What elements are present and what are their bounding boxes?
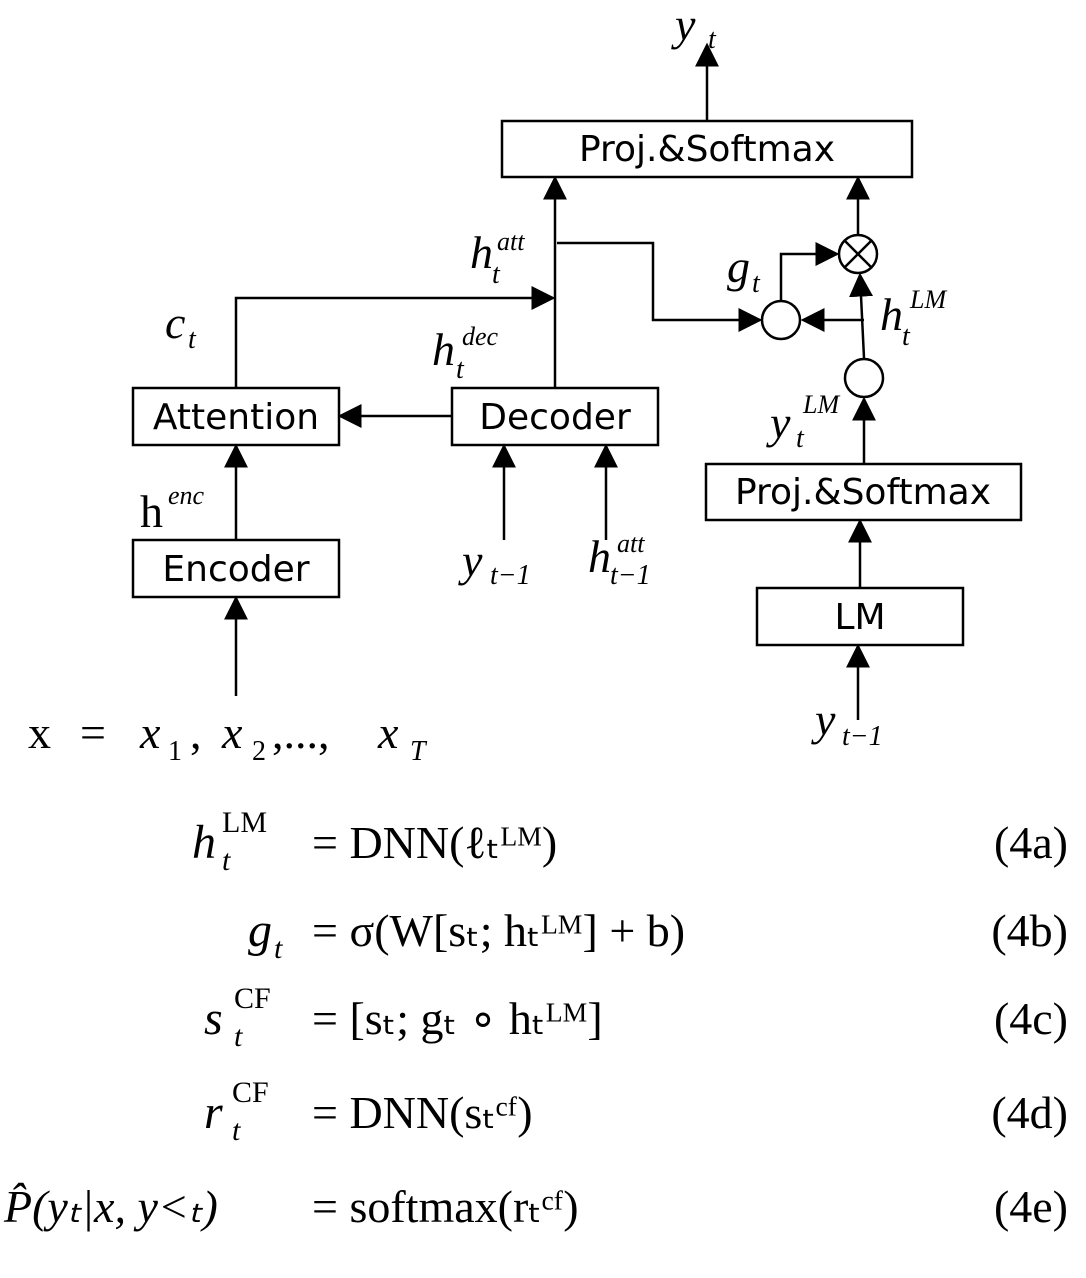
svg-text:h: h	[432, 324, 455, 375]
svg-text:h: h	[880, 289, 903, 340]
svg-text:x: x	[221, 707, 243, 758]
svg-text:x: x	[377, 707, 399, 758]
svg-text:h: h	[192, 816, 216, 869]
svg-text:h: h	[588, 531, 611, 582]
attention-box: Attention	[131, 386, 341, 447]
svg-text:att: att	[497, 227, 525, 256]
svg-text:t: t	[232, 1114, 241, 1147]
proj-softmax-top-box: Proj.&Softmax	[500, 119, 914, 179]
svg-text:(4e): (4e)	[994, 1181, 1068, 1232]
svg-text:LM: LM	[909, 285, 947, 314]
svg-text:s: s	[204, 992, 223, 1045]
svg-text:t: t	[902, 321, 911, 352]
svg-text:t−1: t−1	[610, 560, 651, 591]
svg-text:LM: LM	[802, 390, 840, 419]
label-h-lm: h LM t	[880, 285, 947, 352]
h-lm-to-multiply-arrow	[849, 272, 874, 359]
decoder-label: Decoder	[479, 397, 631, 438]
equation-4e: P̂(yₜ|x, y<ₜ) = softmax(rₜᶜᶠ) (4e)	[3, 1181, 1068, 1232]
svg-text:P̂(yₜ|x, y<ₜ): P̂(yₜ|x, y<ₜ)	[3, 1181, 218, 1232]
svg-text:(4b): (4b)	[991, 905, 1068, 956]
svg-text:t: t	[796, 423, 805, 454]
gate-to-multiply-arrow	[779, 242, 840, 300]
svg-text:= σ(W[sₜ; hₜᴸᴹ] + b): = σ(W[sₜ; hₜᴸᴹ] + b)	[312, 905, 685, 956]
svg-text:x: x	[28, 707, 51, 758]
label-h-att-prev: h att t−1	[588, 529, 651, 591]
svg-text:t: t	[234, 1020, 243, 1053]
lm-label: LM	[834, 597, 885, 638]
svg-text:y: y	[766, 397, 791, 448]
svg-text:(4d): (4d)	[991, 1087, 1068, 1138]
label-y-lm: y LM t	[766, 390, 840, 454]
svg-text:= softmax(rₜᶜᶠ): = softmax(rₜᶜᶠ)	[312, 1181, 579, 1232]
svg-text:CF: CF	[234, 982, 271, 1015]
svg-text:LM: LM	[222, 806, 267, 839]
svg-text:g: g	[248, 904, 272, 957]
label-c-t: c t	[165, 297, 197, 355]
label-y-prev-lm: y t−1	[811, 694, 883, 752]
lm-activation-node	[843, 357, 885, 399]
svg-text:(4a): (4a)	[994, 817, 1068, 868]
input-sequence: x = x 1 , x 2 ,..., x T	[28, 707, 428, 767]
svg-text:= DNN(ℓₜᴸᴹ): = DNN(ℓₜᴸᴹ)	[312, 817, 557, 868]
label-h-att: h att t	[470, 227, 525, 290]
equation-4b: g t = σ(W[sₜ; hₜᴸᴹ] + b) (4b)	[248, 904, 1068, 965]
svg-text:= [sₜ; gₜ ∘ hₜᴸᴹ]: = [sₜ; gₜ ∘ hₜᴸᴹ]	[312, 993, 603, 1044]
svg-text:dec: dec	[462, 322, 499, 351]
gate-node	[760, 299, 802, 341]
equation-4d: r CF t = DNN(sₜᶜᶠ) (4d)	[204, 1076, 1068, 1147]
svg-text:h: h	[140, 486, 163, 537]
svg-text:,: ,	[190, 707, 202, 758]
svg-text:t: t	[222, 844, 231, 877]
equation-4c: s CF t = [sₜ; gₜ ∘ hₜᴸᴹ] (4c)	[204, 982, 1068, 1053]
proj-softmax-lm-label: Proj.&Softmax	[735, 472, 991, 513]
svg-text:t: t	[274, 932, 283, 965]
svg-text:x: x	[139, 707, 161, 758]
encoder-label: Encoder	[162, 549, 309, 590]
equation-4a: h LM t = DNN(ℓₜᴸᴹ) (4a)	[192, 806, 1068, 877]
attention-label: Attention	[153, 397, 319, 438]
lm-box: LM	[755, 586, 965, 647]
encoder-box: Encoder	[131, 538, 341, 599]
svg-text:t: t	[708, 24, 717, 55]
svg-text:t: t	[492, 259, 501, 290]
svg-text:r: r	[204, 1086, 223, 1139]
label-h-dec: h dec t	[432, 322, 499, 385]
svg-text:T: T	[410, 736, 428, 767]
label-h-enc: h enc	[140, 481, 205, 537]
svg-text:t−1: t−1	[842, 721, 883, 752]
svg-text:enc: enc	[168, 481, 205, 510]
proj-softmax-top-label: Proj.&Softmax	[579, 129, 835, 170]
svg-text:2: 2	[252, 736, 266, 767]
svg-text:= DNN(sₜᶜᶠ): = DNN(sₜᶜᶠ)	[312, 1087, 533, 1138]
svg-text:1: 1	[168, 736, 182, 767]
svg-text:t−1: t−1	[490, 560, 531, 591]
label-y-prev: y t−1	[458, 535, 531, 591]
h-att-to-gate-arrow	[557, 241, 763, 332]
svg-text:y: y	[671, 0, 696, 50]
label-y-t: y t	[671, 0, 717, 55]
svg-text:t: t	[456, 354, 465, 385]
svg-text:CF: CF	[232, 1076, 269, 1109]
svg-text:t: t	[752, 268, 761, 299]
svg-text:att: att	[617, 529, 645, 558]
svg-text:,...,: ,...,	[272, 707, 330, 758]
svg-text:g: g	[727, 241, 750, 292]
svg-text:h: h	[470, 227, 493, 278]
svg-text:y: y	[811, 694, 836, 745]
svg-text:(4c): (4c)	[994, 993, 1068, 1044]
svg-text:=: =	[80, 707, 106, 758]
proj-softmax-lm-box: Proj.&Softmax	[704, 462, 1023, 522]
svg-text:y: y	[458, 535, 483, 586]
decoder-box: Decoder	[450, 386, 660, 447]
svg-text:t: t	[188, 324, 197, 355]
svg-text:c: c	[165, 297, 185, 348]
multiply-cross-b	[844, 240, 872, 268]
label-g-t: g t	[727, 241, 761, 299]
context-arrow	[234, 286, 556, 388]
